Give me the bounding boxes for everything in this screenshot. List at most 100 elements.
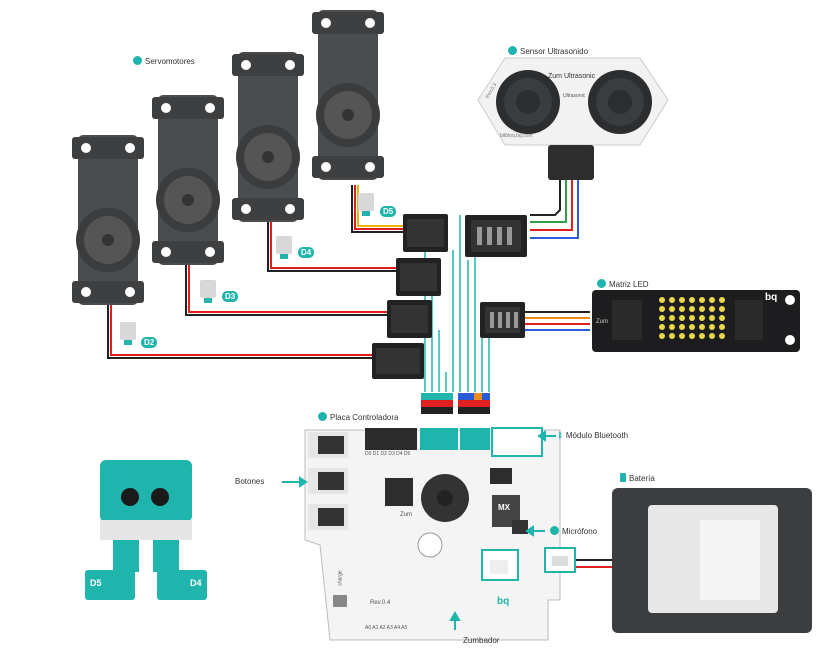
led-dot bbox=[719, 324, 725, 330]
servo-connectors bbox=[372, 214, 448, 379]
led-dot bbox=[699, 324, 705, 330]
ultrasonic-label-text: Sensor Ultrasonido bbox=[520, 47, 589, 56]
led-dot bbox=[709, 306, 715, 312]
led-dot bbox=[669, 333, 675, 339]
cloud-icon bbox=[318, 412, 327, 421]
led-dot bbox=[699, 333, 705, 339]
led-dot bbox=[679, 333, 685, 339]
battery-icon bbox=[620, 473, 626, 482]
led-dot bbox=[679, 324, 685, 330]
board-analog-labels: A0 A1 A2 A3 A4 A5 bbox=[365, 625, 408, 631]
led-dot bbox=[699, 306, 705, 312]
servos-label-text: Servomotores bbox=[145, 57, 195, 66]
board-brand: bq bbox=[497, 596, 510, 607]
microphone-label: Micrófono bbox=[550, 526, 597, 536]
board-chip: MX bbox=[498, 503, 510, 512]
robot-pin-d3: D3 bbox=[97, 546, 109, 556]
servo-d2 bbox=[72, 135, 144, 305]
led-dot bbox=[709, 297, 715, 303]
led-dot bbox=[689, 306, 695, 312]
wire-d5-red bbox=[354, 185, 405, 230]
led-dot bbox=[719, 315, 725, 321]
bluetooth-icon: ᛒ bbox=[558, 431, 563, 440]
matrix-brand: bq bbox=[765, 292, 778, 303]
header-pins bbox=[421, 393, 490, 414]
wire-d4-red bbox=[270, 218, 398, 269]
battery bbox=[612, 488, 812, 633]
us-wire-1 bbox=[530, 178, 561, 216]
sensor-wires bbox=[520, 178, 612, 568]
wire-d4-black bbox=[267, 218, 398, 272]
wire-d3-black bbox=[185, 258, 390, 316]
led-dot bbox=[669, 306, 675, 312]
matrix-label-text: Matriz LED bbox=[609, 280, 649, 289]
wire-d2-black bbox=[107, 302, 372, 359]
led-dot bbox=[719, 297, 725, 303]
led-dot bbox=[709, 324, 715, 330]
sensor-connectors bbox=[465, 215, 527, 338]
ultrasonic-board-name: Zum Ultrasonic bbox=[548, 73, 596, 80]
board-pin-labels: D0 D1 D2 D3 D4 D5 bbox=[365, 451, 411, 457]
led-dot bbox=[679, 297, 685, 303]
servo-tag-d5: D5 bbox=[380, 206, 397, 217]
microphone-icon bbox=[550, 526, 559, 535]
led-dot bbox=[659, 306, 665, 312]
servo-tag-d4: D4 bbox=[298, 247, 315, 258]
led-dot bbox=[659, 324, 665, 330]
servo-tag-d3: D3 bbox=[222, 291, 239, 302]
bluetooth-label-text: Módulo Bluetooth bbox=[565, 431, 629, 440]
ultrasonic-board-brand: bitbloq.bq.com bbox=[500, 133, 533, 139]
battery-label: Batería bbox=[620, 473, 655, 483]
led-grid bbox=[659, 297, 725, 339]
buzzer-label: Zumbador bbox=[463, 636, 500, 645]
led-dot bbox=[669, 315, 675, 321]
wire-d5-black bbox=[351, 185, 405, 233]
us-wire-4 bbox=[530, 178, 579, 239]
lightbulb-icon bbox=[597, 279, 606, 288]
gear-icon bbox=[133, 56, 142, 65]
controller-board bbox=[304, 427, 576, 641]
led-dot bbox=[719, 306, 725, 312]
board-name: Zum bbox=[400, 512, 412, 518]
led-dot bbox=[669, 324, 675, 330]
board-rev: Rev.0.4 bbox=[370, 600, 391, 606]
board-charge: charge bbox=[337, 570, 344, 586]
led-dot bbox=[689, 333, 695, 339]
board-label-text: Placa Controladora bbox=[330, 413, 399, 422]
ultrasonic-sensor bbox=[477, 57, 669, 180]
robot-pin-d5: D5 bbox=[90, 578, 102, 588]
servo-d3 bbox=[152, 95, 224, 265]
pointer-arrows bbox=[282, 430, 556, 630]
led-dot bbox=[699, 315, 705, 321]
servo-tag-d2: D2 bbox=[141, 337, 158, 348]
led-dot bbox=[699, 297, 705, 303]
led-dot bbox=[679, 315, 685, 321]
wire-d2-red bbox=[110, 302, 372, 356]
robot-pin-d4: D4 bbox=[190, 578, 202, 588]
eye-icon bbox=[508, 46, 517, 55]
led-dot bbox=[709, 333, 715, 339]
buttons-label: Botones bbox=[235, 477, 265, 486]
led-dot bbox=[689, 297, 695, 303]
servo-foot-icons bbox=[120, 193, 374, 345]
led-dot bbox=[659, 333, 665, 339]
servo-d4 bbox=[232, 52, 304, 222]
led-dot bbox=[719, 333, 725, 339]
servos-label: Servomotores bbox=[133, 56, 195, 66]
microphone-label-text: Micrófono bbox=[562, 527, 598, 536]
led-dot bbox=[679, 306, 685, 312]
battery-label-text: Batería bbox=[629, 474, 655, 483]
robot-figure bbox=[85, 460, 207, 600]
wire-d3-red bbox=[188, 258, 390, 313]
ultrasonic-label: Sensor Ultrasonido bbox=[508, 46, 588, 56]
led-dot bbox=[709, 315, 715, 321]
matrix-label: Matriz LED bbox=[597, 279, 649, 289]
board-label: Placa Controladora bbox=[318, 412, 398, 422]
led-dot bbox=[659, 315, 665, 321]
led-dot bbox=[659, 297, 665, 303]
ultrasonic-dome-text: Ultrasonic bbox=[563, 93, 586, 99]
robot-pin-d2: D2 bbox=[183, 546, 195, 556]
